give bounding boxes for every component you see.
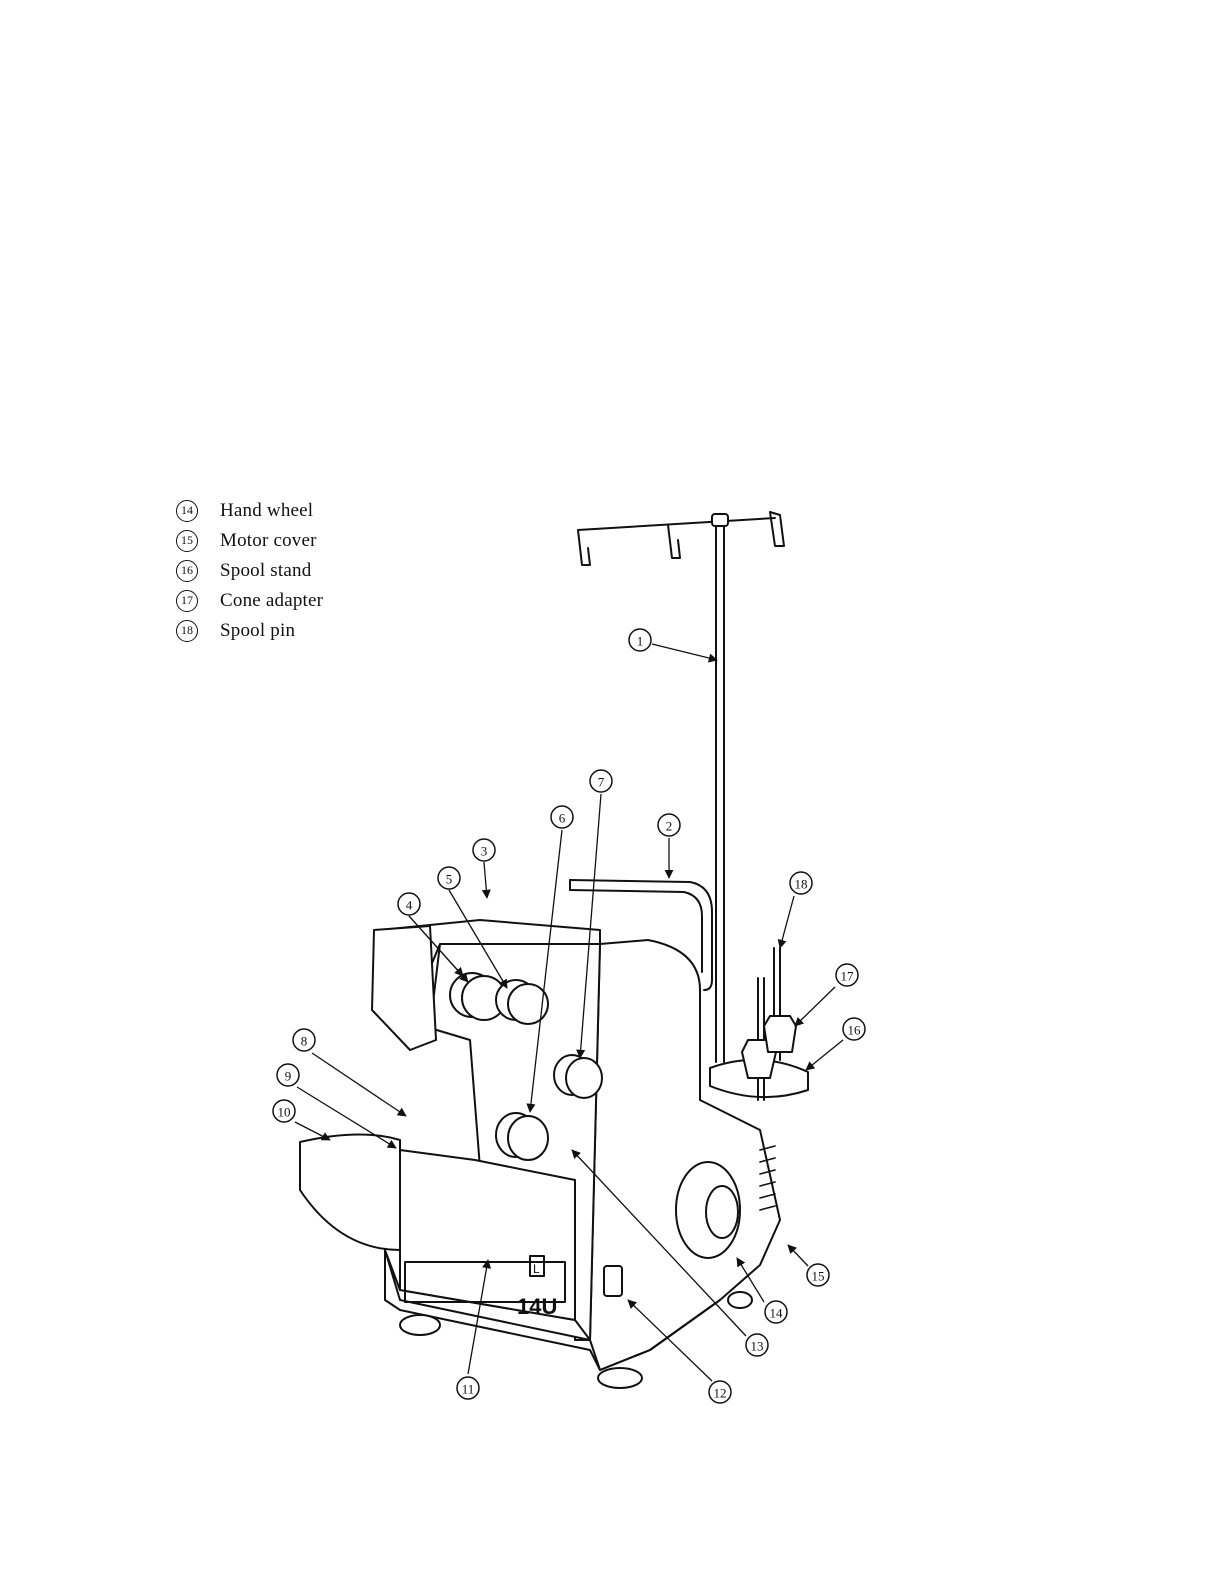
callout-number: 15 [812, 1269, 825, 1284]
callout-number: 6 [559, 811, 566, 826]
callout-number: 18 [795, 877, 808, 892]
callout-11: 11 [457, 1377, 479, 1399]
callout-12: 12 [709, 1381, 731, 1403]
power-switch [604, 1266, 622, 1296]
hand-wheel [676, 1162, 740, 1258]
callout-number: 12 [714, 1386, 727, 1401]
callout-number: 17 [841, 969, 855, 984]
callout-number: 4 [406, 898, 413, 913]
callout-4: 4 [398, 893, 420, 915]
callout-number: 10 [278, 1105, 291, 1120]
callout-number: 3 [481, 844, 488, 859]
callout-number: 14 [770, 1306, 784, 1321]
callout-16: 16 [843, 1018, 865, 1040]
callout-8: 8 [293, 1029, 315, 1051]
callout-number: 5 [446, 872, 453, 887]
callout-10: 10 [273, 1100, 295, 1122]
callout-15: 15 [807, 1264, 829, 1286]
callout-2: 2 [658, 814, 680, 836]
callout-1: 1 [629, 629, 651, 651]
callout-9: 9 [277, 1064, 299, 1086]
callout-6: 6 [551, 806, 573, 828]
callout-number: 8 [301, 1034, 308, 1049]
callout-3: 3 [473, 839, 495, 861]
callout-13: 13 [746, 1334, 768, 1356]
callout-number: 16 [848, 1023, 862, 1038]
callout-number: 11 [462, 1382, 475, 1397]
callout-number: 2 [666, 819, 673, 834]
callout-number: 7 [598, 775, 605, 790]
callout-17: 17 [836, 964, 858, 986]
callout-7: 7 [590, 770, 612, 792]
model-label: 14U [517, 1294, 557, 1319]
callout-number: 13 [751, 1339, 764, 1354]
callout-18: 18 [790, 872, 812, 894]
callout-number: 1 [637, 634, 644, 649]
callout-14: 14 [765, 1301, 787, 1323]
callout-5: 5 [438, 867, 460, 889]
panel-glyph: L [533, 1262, 540, 1276]
callout-number: 9 [285, 1069, 292, 1084]
